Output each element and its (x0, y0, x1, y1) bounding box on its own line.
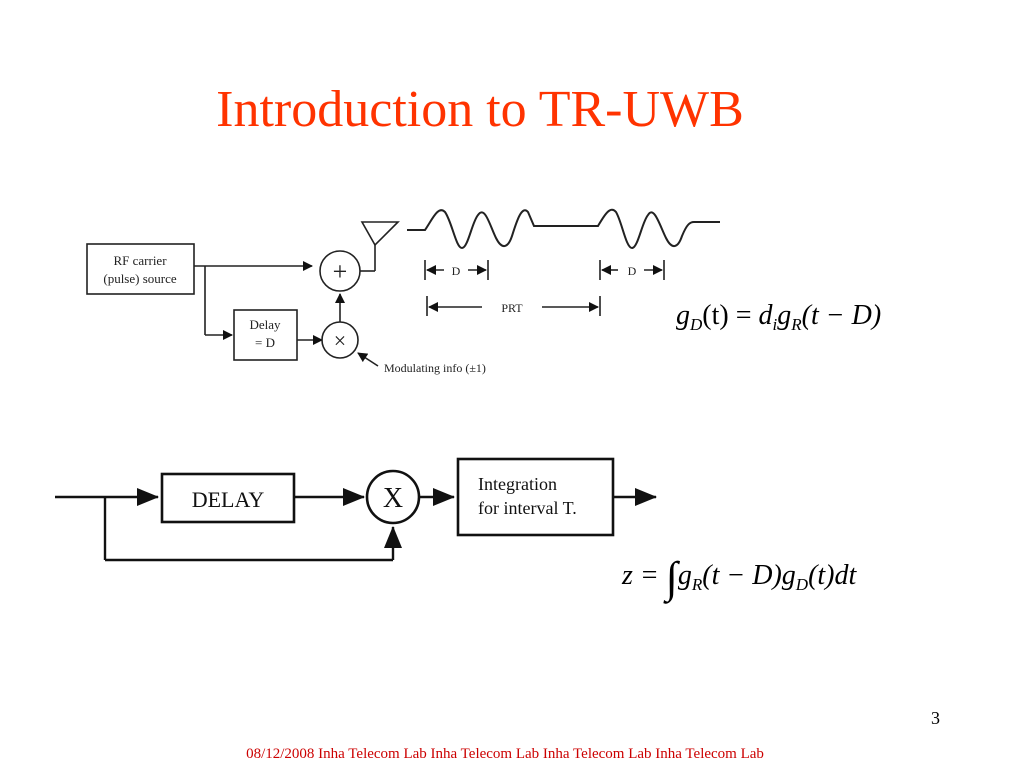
rx-multiplier-symbol: X (383, 483, 403, 514)
slide-title: Introduction to TR-UWB (216, 81, 744, 138)
equation-receive: z = ∫gR(t − D)gD(t)dt (622, 553, 857, 602)
tx-multiplier-symbol: × (334, 328, 346, 353)
tx-delay-line2: = D (255, 335, 275, 350)
page-number: 3 (931, 708, 940, 728)
transmitter-block (86, 208, 720, 367)
footer-text: 08/12/2008 Inha Telecom Lab Inha Telecom… (246, 746, 764, 762)
integration-line1: Integration (478, 474, 557, 494)
equation-transmit: gD(t) = digR(t − D) (676, 300, 882, 334)
rx-delay-label: DELAY (192, 487, 265, 512)
d-label-2: D (628, 264, 637, 278)
tx-delay-line1: Delay (249, 317, 281, 332)
antenna-icon (360, 221, 400, 247)
integration-line2: for interval T. (478, 498, 577, 518)
pulse-waveform (407, 208, 720, 250)
prt-label: PRT (501, 301, 523, 315)
integration-box (456, 457, 615, 537)
modulating-label: Modulating info (±1) (384, 361, 486, 375)
receiver-block (55, 457, 657, 562)
rf-source-box (86, 243, 195, 295)
d-label-1: D (452, 264, 461, 278)
adder-symbol: + (333, 257, 348, 286)
tx-delay-box (233, 309, 298, 361)
rf-source-line2: (pulse) source (103, 271, 177, 286)
rf-source-line1: RF carrier (113, 253, 167, 268)
